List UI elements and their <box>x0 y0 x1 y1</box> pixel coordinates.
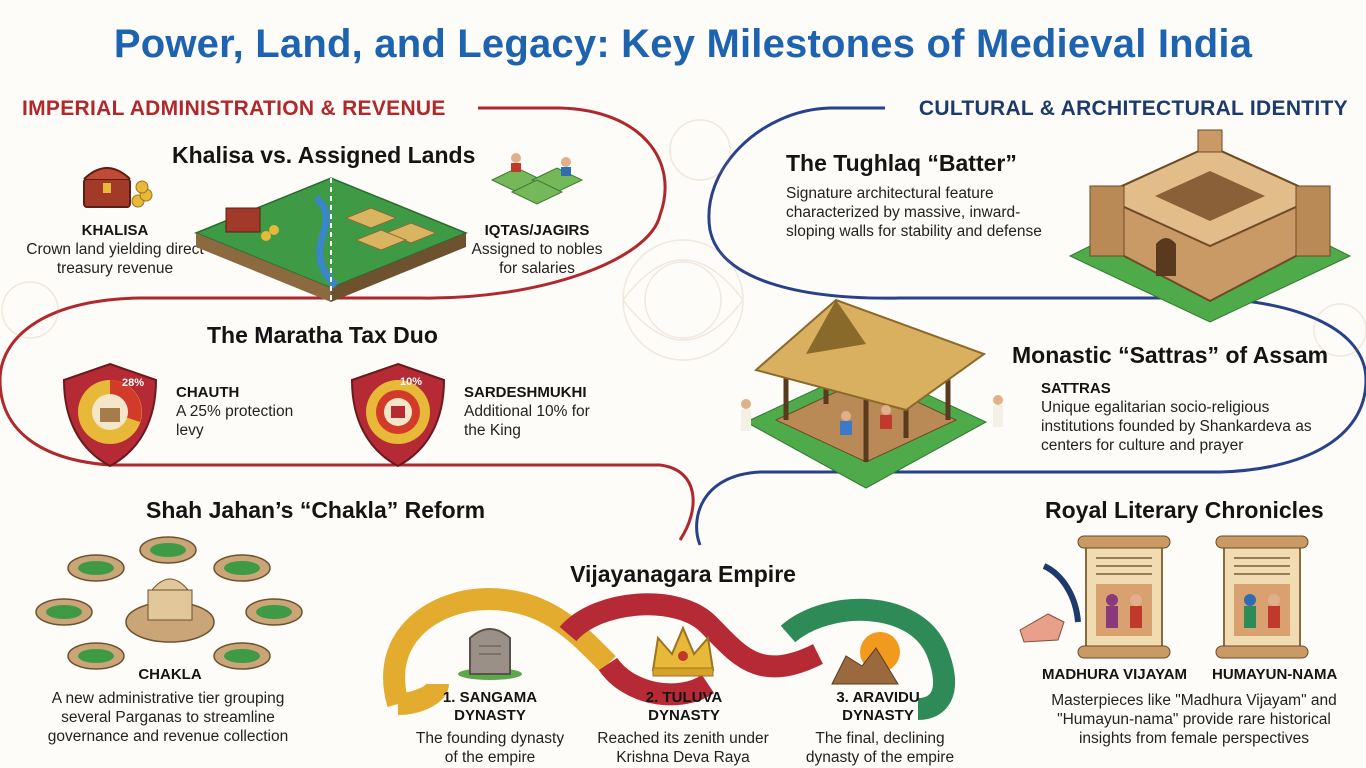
iqtas-label: IQTAS/JAGIRS <box>484 222 590 239</box>
literary-label-2: HUMAYUN-NAMA <box>1212 666 1338 683</box>
chakla-heading: Shah Jahan’s “Chakla” Reform <box>146 497 486 523</box>
maratha-heading: The Maratha Tax Duo <box>207 322 438 348</box>
vijayanagara-heading: Vijayanagara Empire <box>570 561 796 587</box>
dynasty-1-desc: The founding dynasty of the empire <box>415 730 565 766</box>
sardeshmukhi-badge: 10% <box>400 376 423 388</box>
vijayanagara-dynasty-loops <box>383 587 956 720</box>
tughlaq-desc: Signature architectural feature characte… <box>786 185 1042 240</box>
scroll-icon <box>1077 535 1171 659</box>
sardeshmukhi-desc: Additional 10% for the King <box>464 403 590 439</box>
crown-icon <box>651 625 715 677</box>
iqtas-desc: Assigned to nobles for salaries <box>471 241 603 277</box>
shield-chauth-icon <box>62 362 158 468</box>
chauth-desc: A 25% protection levy <box>176 403 294 439</box>
chauth-badge: 28% <box>122 377 145 389</box>
land-map-icon <box>194 177 468 302</box>
dynasty-3-name: 3. ARAVIDU DYNASTY <box>836 689 920 724</box>
chakla-desc: A new administrative tier grouping sever… <box>47 690 289 745</box>
sattras-heading: Monastic “Sattras” of Assam <box>1012 342 1329 368</box>
section-left-title: IMPERIAL ADMINISTRATION & REVENUE <box>22 97 446 120</box>
tombstone-icon <box>458 628 522 680</box>
dynasty-2-name: 2. TULUVA DYNASTY <box>645 689 723 724</box>
literary-heading: Royal Literary Chronicles <box>1045 497 1324 523</box>
sattras-label: SATTRAS <box>1041 380 1111 397</box>
chakla-cluster-icon <box>35 536 303 670</box>
khalisa-heading: Khalisa vs. Assigned Lands <box>172 142 476 168</box>
dynasty-1-name: 1. SANGAMA DYNASTY <box>442 689 538 724</box>
sardeshmukhi-label: SARDESHMUKHI <box>464 384 587 401</box>
page-title: Power, Land, and Legacy: Key Milestones … <box>113 22 1253 66</box>
section-right-title: CULTURAL & ARCHITECTURAL IDENTITY <box>918 97 1348 120</box>
sattras-desc: Unique egalitarian socio-religious insti… <box>1041 399 1312 454</box>
setting-sun-icon <box>831 632 900 685</box>
fort-icon <box>1068 129 1352 323</box>
nobles-plots-icon <box>490 153 584 205</box>
chakla-label: CHAKLA <box>138 666 202 683</box>
khalisa-desc: Crown land yielding direct treasury reve… <box>26 241 204 277</box>
dynasty-2-desc: Reached its zenith under Krishna Deva Ra… <box>597 730 769 766</box>
dynasty-3-desc: The final, declining dynasty of the empi… <box>805 730 955 766</box>
literary-label-1: MADHURA VIJAYAM <box>1042 666 1188 683</box>
sattra-hall-icon <box>741 298 1003 489</box>
quill-hand-icon <box>1019 563 1081 643</box>
tughlaq-heading: The Tughlaq “Batter” <box>786 150 1017 176</box>
treasure-chest-icon <box>83 167 153 208</box>
shield-sardeshmukhi-icon <box>350 362 446 468</box>
scroll-icon <box>1215 535 1309 659</box>
khalisa-label: KHALISA <box>81 222 149 239</box>
literary-desc: Masterpieces like "Madhura Vijayam" and … <box>1051 692 1337 747</box>
chauth-label: CHAUTH <box>176 384 240 401</box>
